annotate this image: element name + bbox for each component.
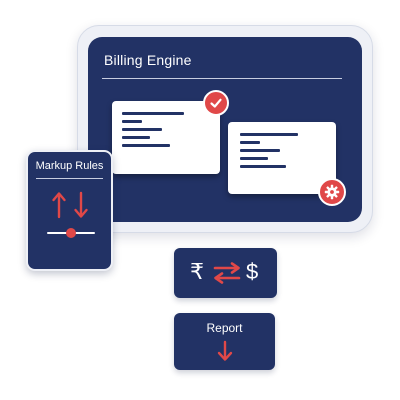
- swap-arrows-icon: [213, 262, 241, 284]
- text-line: [240, 165, 286, 168]
- text-line: [240, 141, 260, 144]
- text-line: [122, 136, 150, 139]
- markup-divider: [36, 178, 103, 179]
- title-divider: [102, 78, 342, 79]
- text-line: [122, 144, 170, 147]
- invoice-card-settings: [228, 122, 336, 194]
- text-line: [122, 128, 162, 131]
- text-line: [122, 112, 184, 115]
- billing-engine-title: Billing Engine: [104, 52, 192, 68]
- report-label: Report: [206, 321, 243, 335]
- check-icon: [203, 90, 229, 116]
- gear-icon: [318, 178, 346, 206]
- currency-exchange-card: [174, 248, 277, 298]
- markup-rules-card: [26, 150, 113, 271]
- text-line: [240, 157, 268, 160]
- text-line: [240, 133, 298, 136]
- dollar-symbol: $: [246, 259, 259, 284]
- text-line: [122, 120, 142, 123]
- markup-rules-title: Markup Rules: [35, 160, 104, 172]
- text-line: [240, 149, 280, 152]
- arrow-down-icon: [217, 340, 233, 361]
- rupee-symbol: ₹: [190, 259, 204, 284]
- slider-icon: [47, 228, 95, 238]
- up-down-arrows-icon: [52, 191, 88, 219]
- invoice-card-approved: [112, 101, 220, 174]
